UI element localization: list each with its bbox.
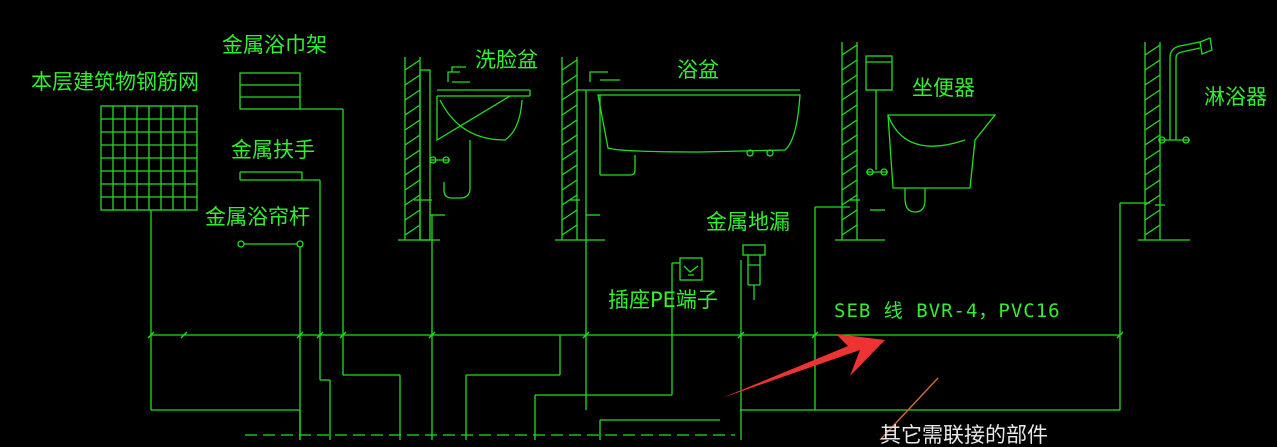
- label-floor-drain: 金属地漏: [706, 210, 790, 234]
- curtain-rod-symbol: [237, 240, 304, 440]
- rebar-mesh-grid: [100, 105, 301, 440]
- red-arrow-annotation: [722, 334, 885, 398]
- label-socket-pe: 插座PE端子: [608, 288, 718, 312]
- label-washbasin: 洗脸盆: [475, 48, 538, 72]
- note-leader-line: [879, 377, 939, 440]
- shower-symbol: [1119, 37, 1213, 335]
- label-cable-spec: SEB 线 BVR-4，PVC16: [834, 300, 1061, 322]
- label-curtain-rod: 金属浴帘杆: [205, 205, 310, 229]
- bonding-bus-line: [147, 331, 1124, 339]
- bathtub-symbol: [555, 57, 801, 410]
- toilet-symbol: [814, 42, 997, 410]
- label-bathtub: 浴盆: [677, 58, 719, 82]
- floor-drain-symbol: [740, 244, 766, 440]
- label-toilet: 坐便器: [912, 76, 975, 100]
- lower-routing-lines: [245, 335, 1121, 440]
- towel-rack-symbol: [239, 72, 401, 440]
- label-towel-rack: 金属浴巾架: [222, 33, 327, 57]
- washbasin-symbol: [398, 57, 531, 440]
- handrail-symbol: [239, 171, 331, 440]
- label-shower: 淋浴器: [1204, 85, 1267, 109]
- label-bottom-note: 其它需联接的部件: [880, 423, 1048, 447]
- label-handrail: 金属扶手: [231, 138, 315, 162]
- label-rebar-mesh: 本层建筑物钢筋网: [31, 70, 199, 94]
- socket-pe-symbol: [534, 257, 703, 440]
